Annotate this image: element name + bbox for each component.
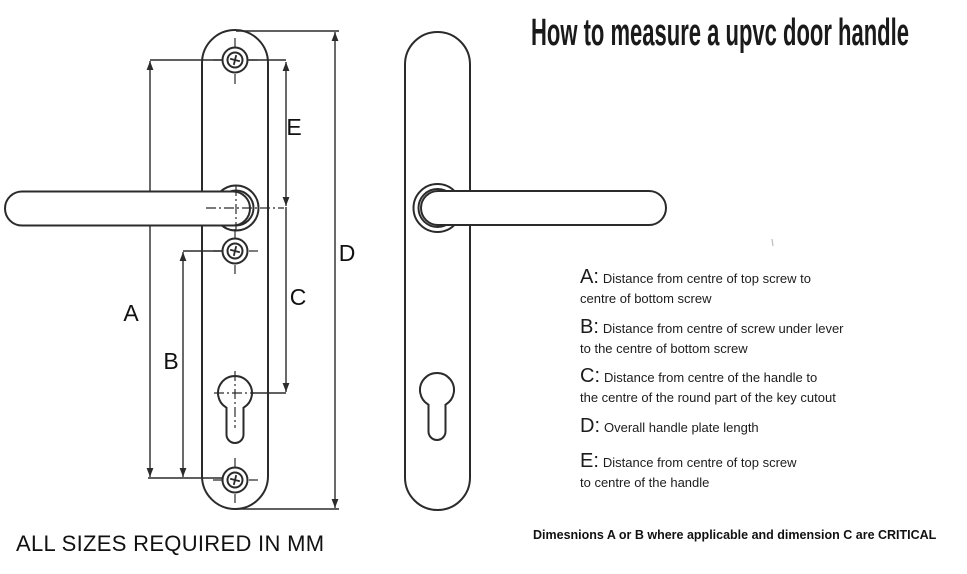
definition-A-line2: centre of bottom screw	[580, 291, 712, 306]
annotated-handle-diagram: A B C D E	[4, 29, 356, 510]
stray-mark	[771, 238, 774, 247]
left-key-cutout	[214, 371, 254, 444]
page-title: How to measure a upvc door handle	[531, 12, 909, 54]
definition-C: C:Distance from centre of the handle to …	[580, 366, 836, 406]
definition-D: D: Overall handle plate length	[580, 416, 759, 440]
definition-E-line2: to centre of the handle	[580, 475, 710, 490]
definition-B-prefix: B:	[580, 316, 599, 338]
definition-A-line1: Distance from centre of top screw to	[602, 271, 811, 286]
sizes-required-note: ALL SIZES REQUIRED IN MM	[16, 531, 325, 556]
label-D: D	[339, 240, 356, 266]
plain-handle-diagram	[404, 31, 667, 511]
definition-C-prefix: C:	[580, 365, 600, 387]
definition-D-prefix: D:	[580, 415, 600, 437]
definition-A: A:Distance from centre of top screw to c…	[580, 267, 811, 307]
definition-B: B:Distance from centre of screw under le…	[580, 317, 844, 357]
definition-E-prefix: E:	[580, 450, 599, 472]
definition-C-line2: the centre of the round part of the key …	[580, 390, 836, 405]
label-B: B	[163, 348, 178, 374]
definition-E: E:Distance from centre of top screw to c…	[580, 451, 797, 491]
definition-B-line2: to the centre of bottom screw	[580, 341, 748, 356]
definition-A-prefix: A:	[580, 266, 599, 288]
bottom-screw-icon	[213, 458, 258, 503]
top-screw-icon	[213, 38, 258, 84]
label-A: A	[123, 300, 139, 326]
label-C: C	[290, 284, 307, 310]
right-lever	[420, 190, 667, 226]
definition-B-line1: Distance from centre of screw under leve…	[602, 321, 844, 336]
definition-E-line1: Distance from centre of top screw	[602, 455, 797, 470]
label-E: E	[286, 114, 301, 140]
under-lever-screw-icon	[213, 229, 258, 274]
definition-C-line1: Distance from centre of the handle to	[604, 370, 818, 385]
critical-dimensions-note: Dimesnions A or B where applicable and d…	[533, 528, 937, 542]
right-key-cutout	[419, 371, 455, 441]
definition-D-line1: Overall handle plate length	[604, 420, 759, 435]
